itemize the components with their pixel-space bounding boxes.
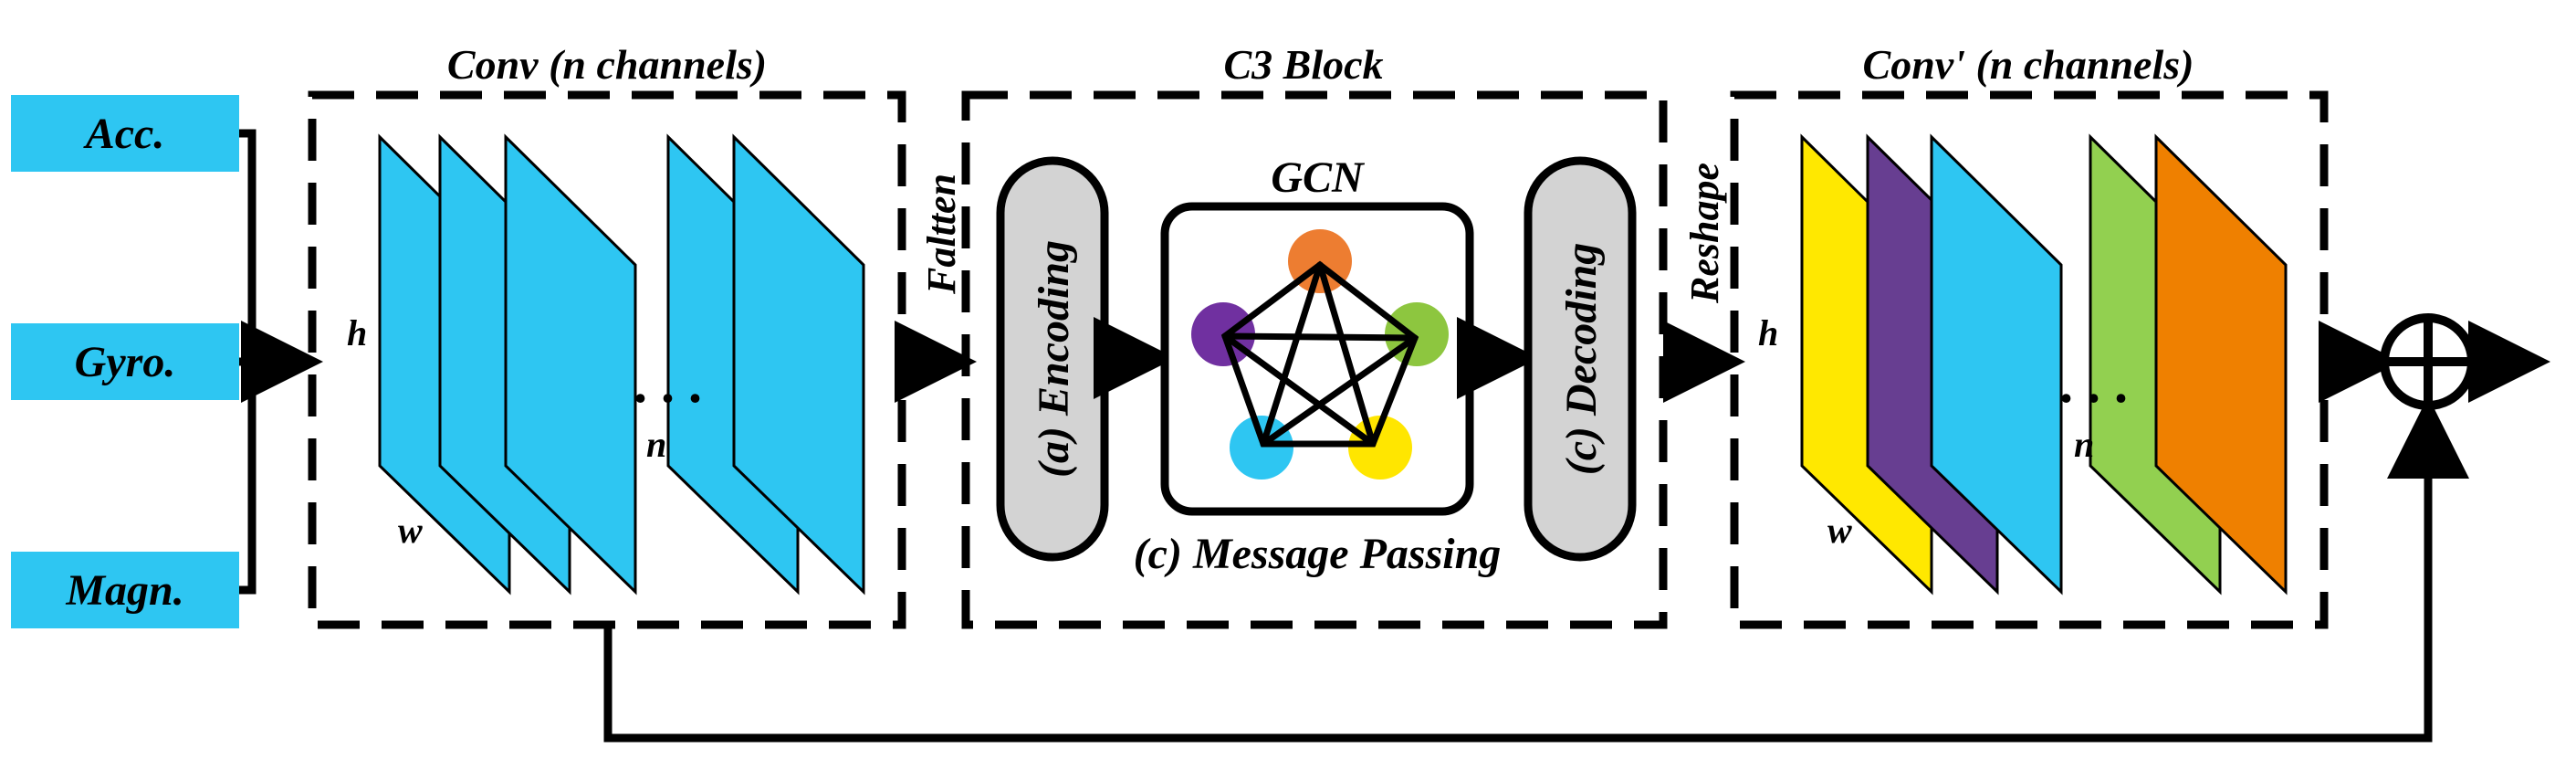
decoding-stage bbox=[1524, 156, 1637, 562]
conv-ellipsis: . . . bbox=[634, 353, 702, 414]
sensor-merge-connector bbox=[239, 129, 323, 595]
conv-prime-dim-n: n bbox=[2074, 424, 2094, 465]
c3-block-title: C3 Block bbox=[1223, 41, 1383, 88]
conv-sheet-3 bbox=[504, 133, 637, 596]
conv-prime-block-title: Conv' (n channels) bbox=[1863, 41, 2194, 88]
conv-dim-n: n bbox=[646, 424, 666, 465]
encoding-label: (a) Encoding bbox=[1030, 240, 1078, 478]
conv-dim-w: w bbox=[398, 510, 423, 551]
residual-connection bbox=[603, 396, 2469, 743]
conv-prime-feature-maps bbox=[1800, 133, 2288, 596]
conv-dim-h: h bbox=[347, 312, 367, 353]
conv-prime-dim-h: h bbox=[1758, 312, 1778, 353]
conv-prime-sheet-orange bbox=[2154, 133, 2288, 596]
conv-sheet-5 bbox=[732, 133, 865, 596]
sum-node bbox=[2380, 313, 2477, 410]
flatten-label: Faltten bbox=[919, 174, 964, 295]
message-passing-label: (c) Message Passing bbox=[1134, 530, 1502, 578]
conv-prime-sheet-cyan bbox=[1930, 133, 2063, 596]
conv-feature-maps bbox=[378, 133, 865, 596]
conv-block-title: Conv (n channels) bbox=[447, 41, 767, 88]
sensor-gyro-label: Gyro. bbox=[75, 338, 176, 386]
conv-prime-dim-w: w bbox=[1827, 510, 1852, 551]
graph-node-bottom-left bbox=[1230, 416, 1293, 480]
graph-node-bottom-right bbox=[1348, 416, 1412, 480]
gcn-graph bbox=[1191, 229, 1449, 480]
sensor-gyro-box: Gyro. bbox=[11, 323, 239, 400]
sensor-magn-box: Magn. bbox=[11, 552, 239, 628]
sensor-acc-label: Acc. bbox=[83, 110, 165, 158]
gcn-title: GCN bbox=[1271, 153, 1366, 202]
sensor-magn-label: Magn. bbox=[65, 566, 183, 615]
sensor-acc-box: Acc. bbox=[11, 95, 239, 172]
reshape-label: Reshape bbox=[1682, 163, 1727, 304]
decoding-label: (c) Decoding bbox=[1557, 243, 1606, 476]
conv-prime-ellipsis: . . . bbox=[2059, 353, 2128, 414]
graph-node-right bbox=[1385, 302, 1449, 366]
